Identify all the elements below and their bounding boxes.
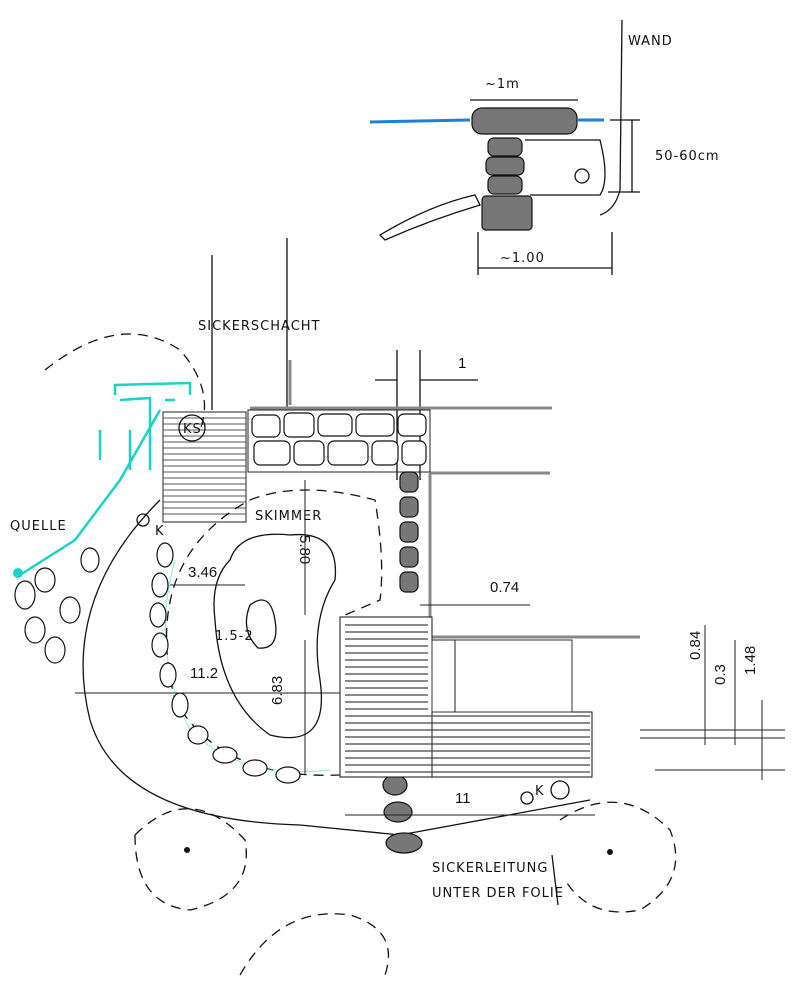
wall-line [599,19,623,216]
dim-5-80: 5.80 [296,535,313,564]
skimmer-label: SKIMMER [255,509,322,524]
quelle-label: QUELLE [10,519,67,534]
k-label-2: K [155,524,165,539]
plan-view: KS SICKERSCHACHT QUELLE [10,238,785,976]
section-detail: WAND ~1m 50-60cm ~1.00 [369,19,720,275]
sickerleitung-label-2: UNTER DER FOLIE [432,886,564,901]
stone-wall [251,412,427,466]
sickerleitung-label-1: SICKERLEITUNG [432,861,548,876]
wall-label: WAND [628,34,673,49]
deep-zone [213,533,337,739]
dim-0-74: 0.74 [490,579,519,596]
height-label: 50-60cm [655,149,720,164]
width-top-label: ~1m [485,77,520,92]
deck-main [339,616,593,778]
dim-1-48: 1.48 [742,646,759,675]
dim-3-46: 3.46 [188,564,217,581]
width-bottom-label: ~1.00 [500,251,545,266]
k-label-1: K [535,784,545,799]
dim-6-83: 6.83 [269,676,286,705]
dim-0-84: 0.84 [687,631,704,660]
depth-label: 1.5-2 [215,629,254,644]
dim-11: 11 [455,790,471,807]
water-line [369,118,471,124]
dim-0-3: 0.3 [712,664,729,685]
pond-edge [165,489,383,776]
dim-11-2: 11.2 [190,665,218,682]
stepping-stones [382,471,423,854]
deck-top-left: KS [162,411,247,523]
stream [13,381,192,578]
pond-border-stones [14,542,301,784]
ks-label: KS [183,422,202,437]
dim-1: 1 [458,355,466,372]
sickerschacht-label: SICKERSCHACHT [198,319,321,334]
